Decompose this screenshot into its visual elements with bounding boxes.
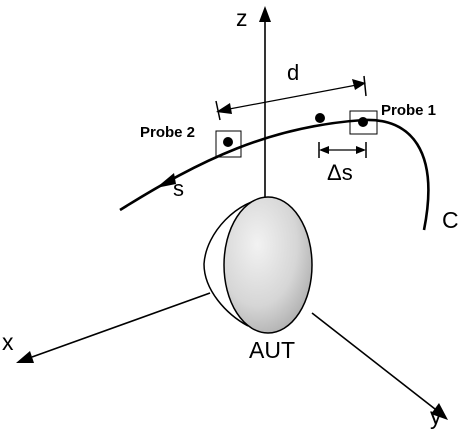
probe-2-label: Probe 2 — [140, 124, 195, 141]
aut-label: AUT — [249, 337, 295, 363]
curve-direction-arrowhead — [156, 173, 176, 188]
z-axis-label: z — [236, 5, 248, 31]
x-axis-arrowhead — [16, 351, 34, 363]
sample-point-middle — [315, 113, 325, 123]
step-arrowhead-right — [356, 146, 366, 154]
separation-arrowhead-right — [352, 79, 366, 90]
arc-parameter-label: s — [173, 176, 184, 201]
probe-1-box — [349, 110, 378, 135]
y-axis-label: y — [430, 403, 442, 429]
separation-tick-left — [215, 100, 221, 121]
aut-antenna — [223, 196, 313, 334]
y-axis-line — [311, 312, 436, 410]
x-axis-label: x — [2, 329, 14, 355]
step-arrowhead-left — [319, 146, 329, 154]
step-label: Δs — [327, 160, 353, 185]
x-axis-line — [31, 292, 211, 358]
probe-1-label: Probe 1 — [381, 102, 436, 119]
y-axis-arrowhead — [431, 403, 448, 420]
separation-label: d — [287, 60, 299, 85]
probe-1-point — [358, 117, 368, 127]
curve-label: C — [442, 207, 459, 233]
measurement-curve — [119, 118, 430, 231]
probe-2-point — [223, 137, 233, 147]
z-axis-arrowhead — [259, 6, 271, 22]
probe-2-box — [215, 130, 242, 158]
separation-tick-right — [363, 75, 367, 97]
separation-dimension-line — [223, 83, 363, 111]
separation-arrowhead-left — [216, 103, 232, 114]
